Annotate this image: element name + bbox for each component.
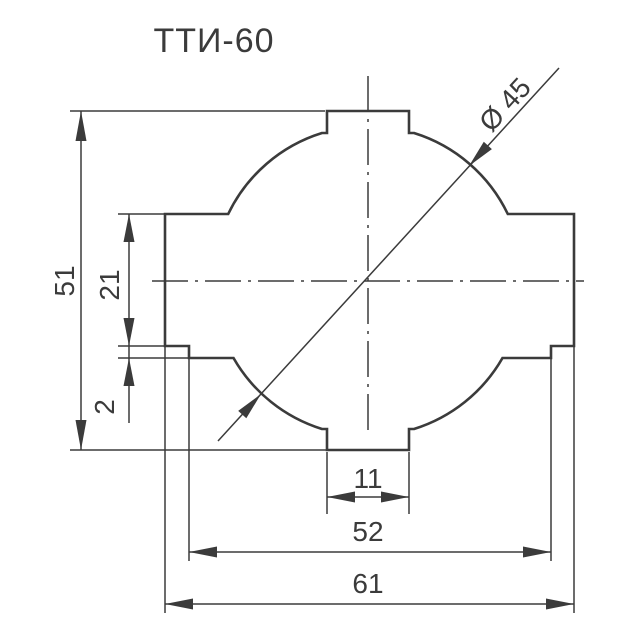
arrowhead-height-bottom xyxy=(75,420,87,450)
arrowhead-stepwidth-right xyxy=(523,546,551,558)
drawing-title: ТТИ-60 xyxy=(153,22,274,60)
extension-lines xyxy=(70,110,575,613)
arrowhead-tab-right xyxy=(381,491,409,503)
label-overall-width: 61 xyxy=(352,568,383,599)
label-tab-width: 11 xyxy=(353,463,382,494)
arrowhead-block-bottom xyxy=(123,318,135,346)
arrowhead-stepwidth-left xyxy=(189,546,217,558)
arrowhead-diameter-lower xyxy=(238,394,261,419)
arrowhead-diameter-upper xyxy=(469,141,492,166)
arrowhead-width-left xyxy=(165,598,193,610)
arrowhead-tab-left xyxy=(327,491,355,503)
diameter-leader-line xyxy=(217,67,560,442)
label-step-height: 2 xyxy=(89,399,120,415)
label-overall-height: 51 xyxy=(49,265,80,296)
label-step-width: 52 xyxy=(352,516,383,547)
arrowhead-block-top xyxy=(123,214,135,242)
label-block-height: 21 xyxy=(94,269,125,300)
arrowhead-width-right xyxy=(546,598,574,610)
arrowhead-step-up xyxy=(123,358,135,386)
arrowhead-height-top xyxy=(75,111,87,141)
